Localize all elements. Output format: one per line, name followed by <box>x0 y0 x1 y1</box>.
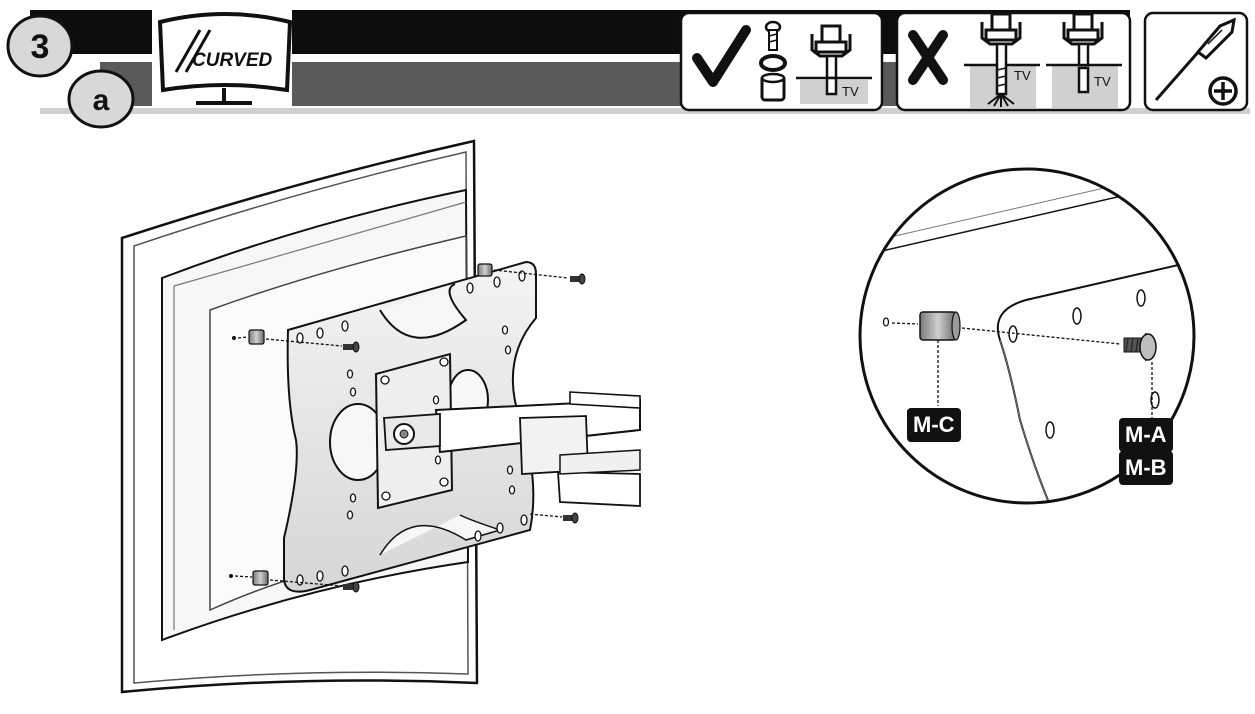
step-number-badge: 3 <box>6 14 74 78</box>
screw-washer-spacer-icon <box>759 20 787 102</box>
tv-label-wrong-1: TV <box>1014 68 1031 83</box>
correct-length-box: TV <box>679 11 884 112</box>
cross-icon <box>908 30 948 85</box>
step-number: 3 <box>31 28 50 66</box>
callout-screw-b-label: M-B <box>1119 451 1173 485</box>
too-long-screw-icon: TV <box>964 12 1040 108</box>
mounting-hardware <box>229 263 586 593</box>
screw-bottom-left <box>343 581 360 593</box>
articulating-arm <box>383 391 641 507</box>
screw-top-right <box>570 273 586 285</box>
wrong-length-box: TV TV <box>895 11 1132 112</box>
correct-depth-screw-icon: TV <box>796 24 872 104</box>
too-short-screw-icon: TV <box>1046 12 1122 108</box>
screw-bottom-right <box>563 512 579 524</box>
tool-box <box>1143 11 1249 112</box>
screw-top-left <box>343 341 360 353</box>
spacer-bottom-left <box>252 570 269 586</box>
callout-spacer-label: M-C <box>907 408 961 442</box>
tv-label-wrong-2: TV <box>1094 74 1111 89</box>
tv-label-correct: TV <box>842 84 859 99</box>
spacer-top-left <box>248 329 265 345</box>
sub-step-badge: a <box>67 69 135 129</box>
curved-tv-badge: CURVED <box>152 10 293 108</box>
sub-step-letter: a <box>93 84 110 117</box>
callout-screw-a-label: M-A <box>1119 418 1173 452</box>
curved-label: CURVED <box>192 50 273 71</box>
check-icon <box>692 25 751 87</box>
spacer-top-right <box>477 263 493 277</box>
detail-spacer <box>919 311 961 341</box>
phillips-screwdriver-icon <box>1154 17 1238 106</box>
detail-screw <box>1123 332 1157 362</box>
